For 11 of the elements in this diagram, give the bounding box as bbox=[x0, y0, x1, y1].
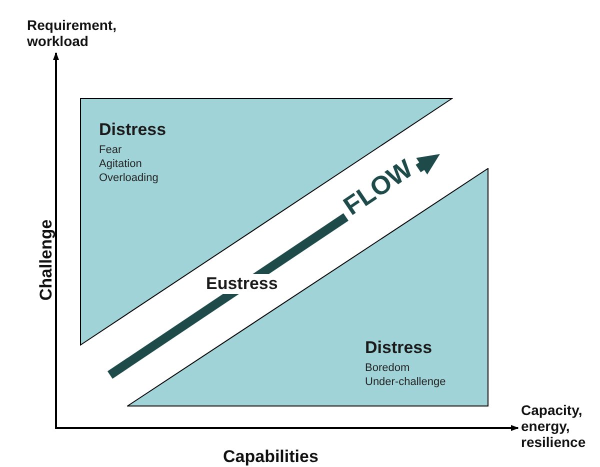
zone-item: Under-challenge bbox=[365, 375, 446, 389]
zone-item: Fear bbox=[99, 143, 122, 157]
zone-heading: Distress bbox=[99, 120, 166, 140]
axis-title: Capabilities bbox=[223, 447, 318, 467]
axis-title: Capacity, energy, resilience bbox=[521, 402, 587, 450]
zone-item: Boredom bbox=[365, 361, 410, 375]
zone-item: Agitation bbox=[99, 157, 142, 171]
zone-item: Overloading bbox=[99, 171, 158, 185]
zone-heading: Distress bbox=[365, 338, 432, 358]
axis-title: Challenge bbox=[36, 219, 57, 301]
axis-title: Requirement, workload bbox=[27, 17, 118, 49]
